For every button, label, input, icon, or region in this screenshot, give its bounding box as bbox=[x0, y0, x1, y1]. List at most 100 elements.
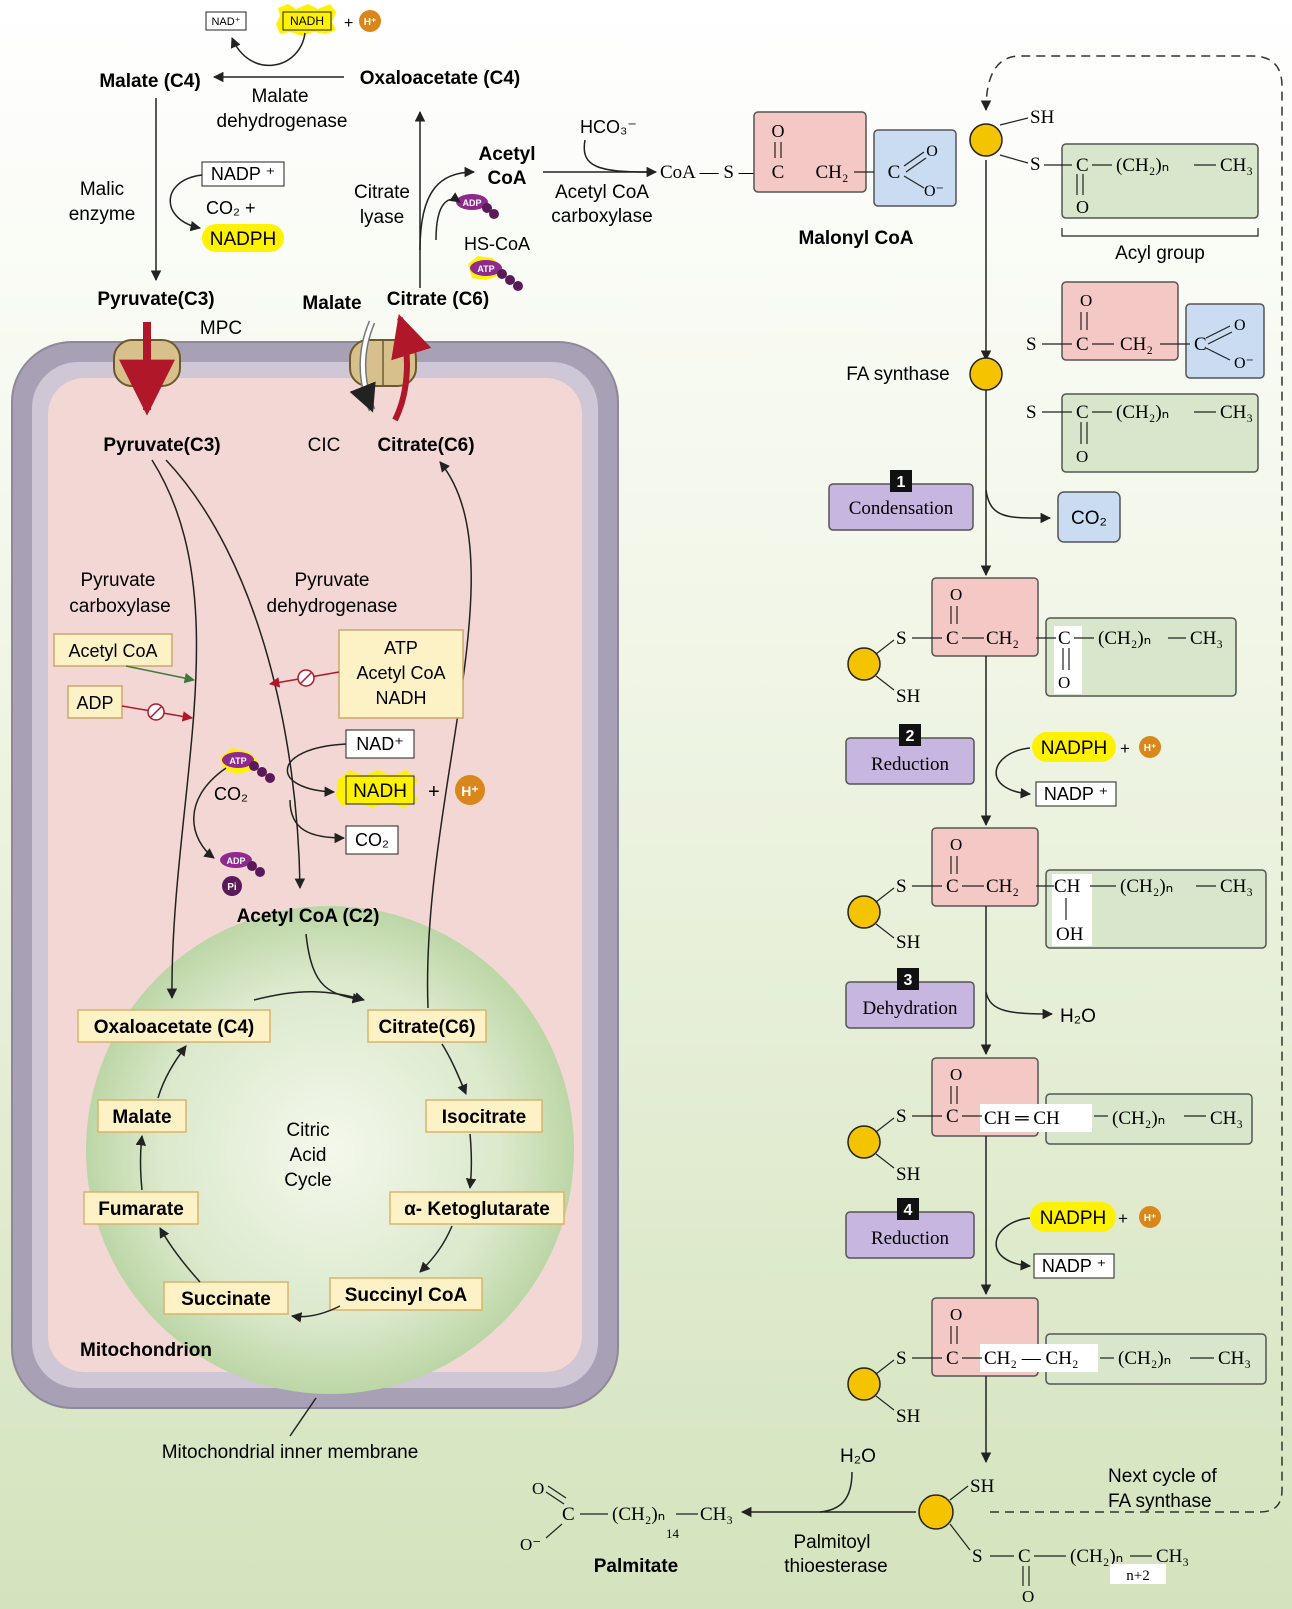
s-2a: S bbox=[1026, 334, 1037, 355]
malonyl-ch2: CH₂ bbox=[815, 162, 848, 183]
ch3-5: CH₃ bbox=[1210, 1108, 1243, 1129]
malate-cytosol-label: Malate bbox=[302, 293, 361, 314]
pdh-inhibitor-atp: ATP bbox=[384, 638, 418, 658]
ch3-7: CH₃ bbox=[1156, 1546, 1189, 1567]
citrate-transport-arrow bbox=[391, 313, 432, 422]
fa-synthase-dot-3 bbox=[847, 647, 881, 681]
acyl-ch2-highlight bbox=[980, 1344, 1098, 1372]
acetyl-coa-activator-label: Acetyl CoA bbox=[68, 641, 157, 661]
nadh-label: NADH bbox=[290, 14, 324, 28]
hco3-label: HCO₃⁻ bbox=[580, 117, 637, 137]
c-5a: C bbox=[946, 1106, 959, 1127]
sh-3: SH bbox=[896, 686, 921, 707]
s-5: S bbox=[896, 1106, 907, 1127]
nadp-to-nadph-arrow bbox=[169, 174, 203, 232]
co2-box-mito bbox=[345, 825, 399, 855]
nadh-box-mito bbox=[345, 775, 415, 805]
next-cycle-label-2: FA synthase bbox=[1108, 1491, 1212, 1512]
co2-label: CO₂ bbox=[1071, 508, 1107, 529]
step-1-label: Condensation bbox=[849, 498, 954, 519]
hydroxyacyl-ch-highlight bbox=[1052, 874, 1092, 946]
oh-4b: OH bbox=[1056, 924, 1084, 945]
succinate-to-fumarate-arrow bbox=[159, 1227, 201, 1283]
malate-dehydrogenase-label-1: Malate bbox=[251, 86, 308, 107]
malonyl-carboxyl-o-minus: O⁻ bbox=[924, 183, 944, 200]
acetyl-coa-c2-label: Acetyl CoA (C2) bbox=[237, 906, 380, 927]
step-3-badge bbox=[897, 968, 919, 990]
o-2a: O bbox=[1080, 291, 1092, 310]
nadp-plus-box-top bbox=[201, 161, 285, 187]
c-2c: C bbox=[1076, 402, 1089, 423]
malonyl-coa-label: Malonyl CoA bbox=[798, 228, 913, 249]
acetylcoa-to-citrate-arrow bbox=[305, 933, 364, 1004]
cac-label-3: Cycle bbox=[284, 1170, 332, 1191]
malonyl-carboxyl-o: O bbox=[926, 143, 938, 160]
citrate-to-acetylcoa-arrow bbox=[419, 166, 476, 251]
nadph-pill-2 bbox=[1030, 1202, 1116, 1232]
nadp-plus-label: NADP ⁺ bbox=[211, 164, 275, 184]
ch3-6: CH₃ bbox=[1218, 1348, 1251, 1369]
coa-s-label: CoA — S — bbox=[660, 162, 759, 183]
step-4-badge bbox=[897, 1198, 919, 1220]
citrate-lyase-label-2: lyase bbox=[360, 207, 404, 228]
cac-label-1: Citric bbox=[286, 1120, 329, 1141]
citrate-c6-cytosol-label: Citrate (C6) bbox=[387, 289, 489, 310]
pyruvate-dehydrogenase-label-2: dehydrogenase bbox=[267, 596, 398, 617]
acetyl-coa-label-2: CoA bbox=[487, 168, 526, 189]
succinate-box-label: Succinate bbox=[181, 1289, 271, 1310]
cac-label-2: Acid bbox=[290, 1145, 327, 1166]
palmitate-o: O bbox=[532, 1479, 544, 1498]
acyl-ch2n-1: (CH₂)ₙ bbox=[1116, 155, 1169, 176]
hco3-arrow bbox=[583, 139, 651, 173]
step-2-number: 2 bbox=[906, 728, 915, 745]
atp-molecule-mito: ATP bbox=[220, 748, 275, 783]
co2-release-arrow bbox=[985, 489, 1052, 524]
co2-plus-label: CO₂ + bbox=[206, 198, 256, 218]
c-3b: C bbox=[1058, 628, 1071, 649]
h-plus-dot-2 bbox=[1139, 1206, 1161, 1228]
s-4: S bbox=[896, 876, 907, 897]
pyruvate-dehydrogenase-label-1: Pyruvate bbox=[295, 570, 370, 591]
citrate-to-isocitrate-arrow bbox=[441, 1043, 468, 1095]
co2-mito-label: CO₂ bbox=[214, 784, 248, 804]
isocitrate-box bbox=[425, 1099, 543, 1133]
nadph-pill-top bbox=[202, 224, 284, 252]
cic-label: CIC bbox=[308, 435, 341, 456]
succinylcoa-to-succinate-arrow bbox=[290, 1305, 341, 1323]
c-2b: C bbox=[1194, 334, 1207, 355]
o-7: O bbox=[1022, 1587, 1034, 1606]
o-4a: O bbox=[950, 835, 962, 854]
sh-6: SH bbox=[896, 1406, 921, 1427]
c-6a: C bbox=[946, 1348, 959, 1369]
pyruvate-to-oaa-arrow bbox=[151, 459, 198, 1000]
co2-box bbox=[1057, 491, 1121, 543]
atp-to-adp-arrow-mito bbox=[193, 767, 227, 859]
o-minus-2b: O⁻ bbox=[1234, 355, 1254, 372]
nad-plus-box-mito bbox=[345, 729, 415, 759]
ch2n-7: (CH₂)ₙ bbox=[1070, 1546, 1123, 1567]
h2o-label-2: H₂O bbox=[840, 1446, 876, 1467]
malonyl-red-box bbox=[753, 111, 867, 193]
nadh-mito-label: NADH bbox=[353, 781, 407, 802]
o-2c: O bbox=[1076, 447, 1088, 466]
nadph-label-2: NADPH bbox=[1040, 1208, 1107, 1229]
malate-box bbox=[97, 1099, 187, 1133]
nadph-pill-1 bbox=[1032, 732, 1116, 762]
mitochondrion bbox=[11, 341, 619, 1409]
malonyl-blue-box-2 bbox=[1185, 303, 1265, 379]
mitochondrion-label: Mitochondrion bbox=[80, 1340, 212, 1361]
o-3b: O bbox=[1058, 673, 1070, 692]
o-6a: O bbox=[950, 1305, 962, 1324]
bond-lines bbox=[545, 117, 1233, 1586]
ch2-3a: CH₂ bbox=[986, 628, 1019, 649]
adp-inhibitor-label: ADP bbox=[76, 693, 113, 713]
malonyl-c: C bbox=[772, 162, 785, 183]
nadph-to-nadp-arrow-1 bbox=[995, 747, 1032, 799]
ch2n-4b: (CH₂)ₙ bbox=[1120, 876, 1173, 897]
sh-7: SH bbox=[970, 1476, 995, 1497]
step-3-label: Dehydration bbox=[863, 998, 958, 1019]
step-2-label: Reduction bbox=[871, 754, 950, 775]
ketoacyl-red-box bbox=[931, 577, 1039, 657]
acyl-o-1: O bbox=[1076, 197, 1089, 217]
acc-label-2: carboxylase bbox=[551, 206, 652, 227]
